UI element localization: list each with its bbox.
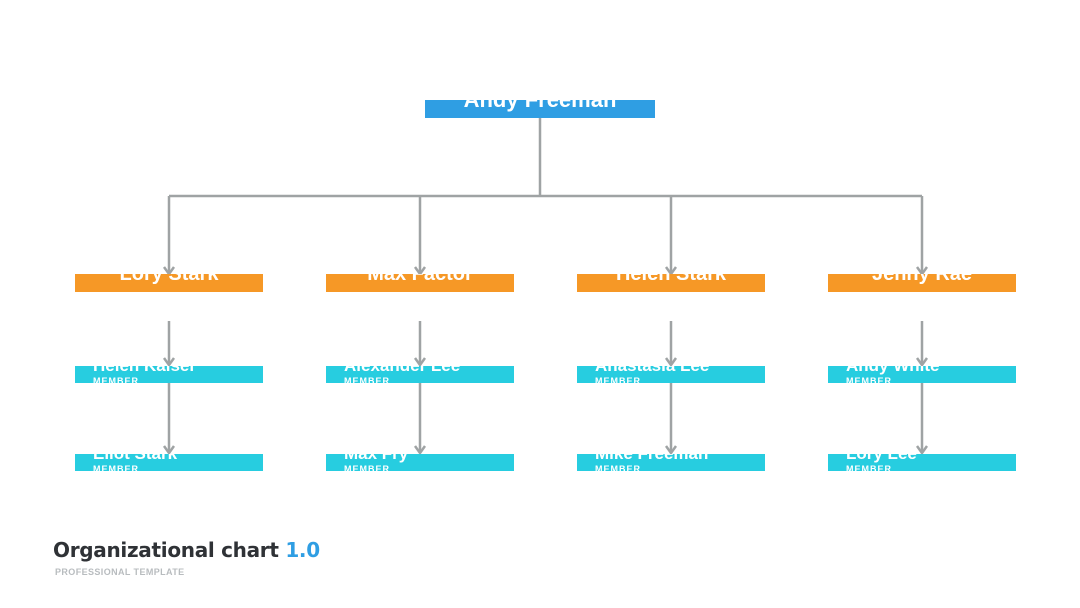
member-name: Eliot Stark: [93, 454, 263, 462]
member-name: Lory Lee: [846, 454, 1016, 462]
member-role: MEMBER: [344, 376, 390, 383]
arrowhead-icon: [664, 445, 678, 455]
department-head-name: Helen Stark: [615, 274, 727, 285]
root-name: Andy Freeman: [425, 100, 655, 111]
member-name: Anastasia Lee: [595, 366, 765, 374]
arrowhead-icon: [413, 357, 427, 367]
page-title: Organizational chart 1.0: [53, 538, 320, 562]
page-subtitle: PROFESSIONAL TEMPLATE: [55, 567, 185, 577]
member-role: MEMBER: [595, 376, 641, 383]
root-node: Andy Freeman: [425, 100, 655, 118]
member-role: MEMBER: [93, 464, 139, 471]
arrowhead-icon: [915, 357, 929, 367]
version-label: 1.0: [285, 538, 320, 562]
department-head-name: Max Factor: [367, 274, 473, 285]
member-role: MEMBER: [344, 464, 390, 471]
department-head-1: Lory Stark: [75, 274, 263, 292]
member-card: Alexander Lee MEMBER: [326, 366, 514, 383]
arrowhead-icon: [664, 357, 678, 367]
member-card: Andy White MEMBER: [828, 366, 1016, 383]
arrowhead-icon: [413, 445, 427, 455]
member-name: Alexander Lee: [344, 366, 514, 374]
member-role: MEMBER: [846, 376, 892, 383]
member-card: Anastasia Lee MEMBER: [577, 366, 765, 383]
arrowhead-icon: [162, 357, 176, 367]
department-head-3: Helen Stark: [577, 274, 765, 292]
member-role: MEMBER: [93, 376, 139, 383]
member-card: Eliot Stark MEMBER: [75, 454, 263, 471]
member-name: Mike Freeman: [595, 454, 765, 462]
member-card: Mike Freeman MEMBER: [577, 454, 765, 471]
page-title-text: Organizational chart: [53, 538, 279, 562]
arrowhead-icon: [162, 445, 176, 455]
department-head-name: Jenny Rae: [871, 274, 973, 285]
arrowhead-icon: [915, 445, 929, 455]
department-head-name: Lory Stark: [119, 274, 219, 285]
member-card: Max Fry MEMBER: [326, 454, 514, 471]
member-name: Helen Kaiser: [93, 366, 263, 374]
department-head-2: Max Factor: [326, 274, 514, 292]
member-name: Andy White: [846, 366, 1016, 374]
department-head-4: Jenny Rae: [828, 274, 1016, 292]
member-card: Helen Kaiser MEMBER: [75, 366, 263, 383]
member-name: Max Fry: [344, 454, 514, 462]
member-card: Lory Lee MEMBER: [828, 454, 1016, 471]
member-role: MEMBER: [595, 464, 641, 471]
member-role: MEMBER: [846, 464, 892, 471]
